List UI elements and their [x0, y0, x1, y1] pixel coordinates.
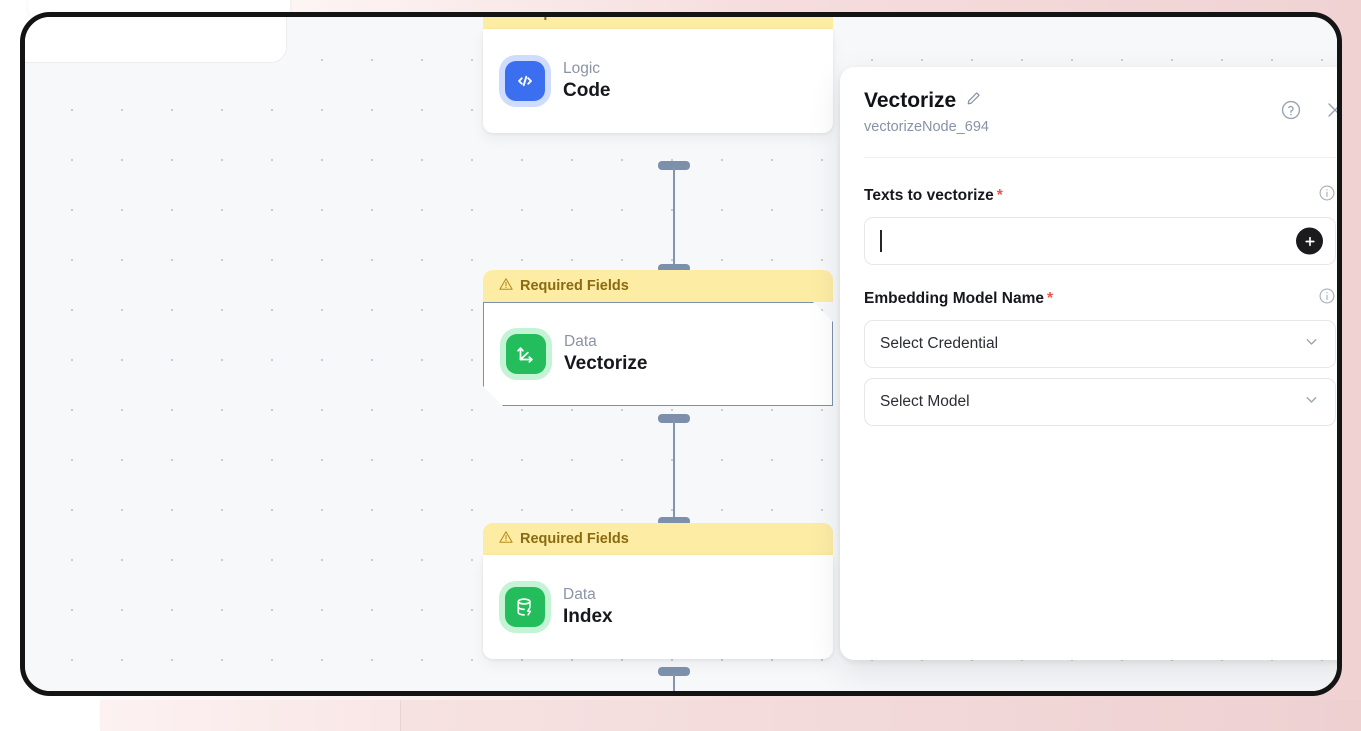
edge-wire	[673, 167, 675, 267]
panel-body: Texts to vectorize*	[840, 158, 1337, 427]
edge-handle-source[interactable]	[658, 667, 690, 676]
warning-triangle-icon	[499, 277, 513, 295]
edge-wire	[673, 673, 675, 691]
select-model-dropdown[interactable]: Select Model	[864, 378, 1336, 427]
node-config-panel[interactable]: Vectorize vectorizeNode_694	[840, 67, 1337, 660]
field-label: Embedding Model Name*	[864, 290, 1053, 308]
code-brackets-icon	[505, 61, 545, 101]
node-banner-label: Required Fields	[520, 12, 629, 21]
text-caret	[880, 230, 882, 253]
warning-triangle-icon	[499, 530, 513, 548]
node-banner-label: Required Fields	[520, 278, 629, 294]
flow-canvas[interactable]: Required Fields Logic Code	[25, 17, 1337, 691]
node-kind-label: Data	[563, 586, 596, 604]
node-banner-label: Required Fields	[520, 531, 629, 547]
node-title-label: Code	[563, 80, 611, 102]
select-credential-dropdown[interactable]: Select Credential	[864, 320, 1336, 369]
chevron-down-icon	[1303, 391, 1320, 413]
node-card-body[interactable]: Data Vectorize	[483, 302, 833, 406]
flow-node-code[interactable]: Required Fields Logic Code	[483, 12, 833, 133]
node-text-block: Data Vectorize	[564, 333, 647, 375]
node-text-block: Logic Code	[563, 60, 611, 102]
panel-header: Vectorize vectorizeNode_694	[840, 67, 1337, 136]
help-circle-icon[interactable]	[1280, 99, 1302, 121]
node-card-body[interactable]: Logic Code	[483, 29, 833, 133]
edge-handle-target[interactable]	[658, 264, 690, 273]
required-asterisk: *	[996, 186, 1003, 204]
page-title: Vectorize	[864, 89, 957, 112]
edge-code-to-vectorize[interactable]	[658, 161, 690, 273]
flow-node-vectorize[interactable]: Required Fields Data Vec	[483, 270, 833, 406]
chevron-down-icon	[1303, 333, 1320, 355]
select-model-value: Select Model	[880, 393, 970, 411]
node-title-label: Index	[563, 606, 613, 628]
info-circle-icon[interactable]	[1318, 287, 1336, 310]
info-circle-icon[interactable]	[1318, 184, 1336, 207]
vector-axes-icon	[506, 334, 546, 374]
edge-handle-target[interactable]	[658, 517, 690, 526]
panel-title-row: Vectorize	[864, 89, 1336, 112]
field-label-row: Texts to vectorize*	[864, 184, 1336, 207]
add-text-button[interactable]	[1296, 227, 1323, 255]
select-credential-value: Select Credential	[880, 335, 999, 353]
node-required-fields-banner: Required Fields	[483, 270, 833, 302]
texts-to-vectorize-input-wrap	[864, 217, 1336, 266]
panel-divider	[864, 157, 1336, 159]
field-label-row: Embedding Model Name*	[864, 287, 1336, 310]
node-card-body[interactable]: Data Index	[483, 555, 833, 659]
panel-actions	[1280, 99, 1337, 121]
panel-node-id: vectorizeNode_694	[864, 119, 989, 136]
edge-handle-source[interactable]	[658, 414, 690, 423]
texts-to-vectorize-input[interactable]	[864, 217, 1336, 266]
field-label: Texts to vectorize*	[864, 187, 1003, 205]
edge-index-outgoing[interactable]	[658, 667, 690, 691]
node-kind-label: Data	[564, 333, 597, 351]
flow-node-index[interactable]: Required Fields Data Ind	[483, 523, 833, 659]
warning-triangle-icon	[499, 17, 513, 22]
database-bolt-icon	[505, 587, 545, 627]
field-spacer	[864, 265, 1336, 287]
node-required-fields-banner: Required Fields	[483, 12, 833, 29]
backdrop-sheet-secondary	[400, 700, 1361, 731]
edge-handle-source[interactable]	[658, 161, 690, 170]
field-label-text: Embedding Model Name	[864, 289, 1044, 307]
field-label-text: Texts to vectorize	[864, 186, 994, 204]
node-text-block: Data Index	[563, 586, 613, 628]
field-texts-to-vectorize: Texts to vectorize*	[864, 184, 1336, 266]
canvas-toolbar[interactable]	[25, 17, 287, 63]
node-required-fields-banner: Required Fields	[483, 523, 833, 555]
required-asterisk: *	[1047, 289, 1054, 307]
edge-vectorize-to-index[interactable]	[658, 414, 690, 526]
node-title-label: Vectorize	[564, 353, 648, 375]
close-icon[interactable]	[1324, 99, 1337, 121]
device-frame: Required Fields Logic Code	[20, 12, 1342, 696]
pencil-icon[interactable]	[965, 90, 982, 112]
field-embedding-model-name: Embedding Model Name* S	[864, 287, 1336, 427]
edge-wire	[673, 420, 675, 520]
node-kind-label: Logic	[563, 60, 601, 78]
